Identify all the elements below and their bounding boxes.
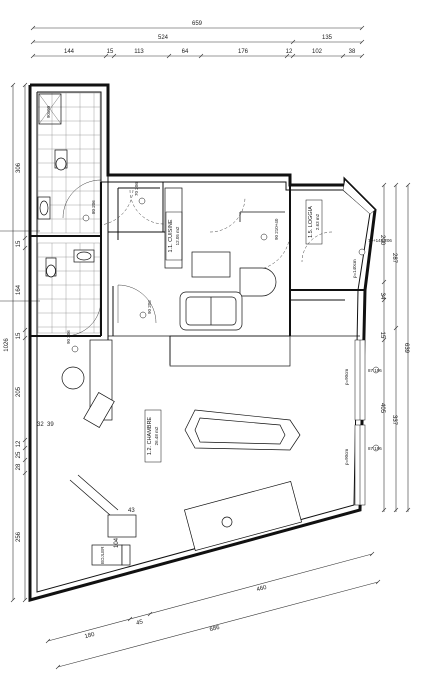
dim-left-3: 15: [16, 332, 22, 339]
toilet-icon: [54, 149, 68, 171]
dim-top-5: 12: [286, 49, 293, 55]
dim-left-1: 15: [16, 240, 22, 247]
dim-top-7: 38: [349, 49, 356, 55]
door-label-entry: 90 206: [66, 330, 71, 344]
door-label-balcony: 90 210+40: [274, 218, 279, 240]
dim-left-8: 256: [16, 531, 22, 542]
dim-left-2: 164: [16, 284, 22, 295]
room-area-kitchen: 12.05 m2: [175, 226, 180, 245]
sink-icon: [37, 196, 51, 220]
window-sill-2: p=90cm: [344, 449, 349, 465]
dim-top-1: 15: [107, 49, 114, 55]
dim-left-4: 205: [16, 386, 22, 397]
dim-right-outer-1: 337: [391, 415, 397, 426]
dim-left-6: 25: [16, 451, 22, 458]
right-dimensions: [381, 182, 411, 513]
dim-top-4: 176: [238, 49, 249, 55]
shower-tray: [38, 93, 62, 125]
door-tags: [71, 197, 380, 452]
room-name-kitchen: 1.1. CUISINE: [168, 219, 174, 252]
room-area-bedroom: 26.48 m2: [154, 426, 159, 445]
dim-left-total: 1026: [4, 338, 10, 352]
door-label-kitchen-inner: 70 206: [134, 182, 139, 196]
dim-right-2: 15: [379, 332, 385, 339]
dim-left-5: 12: [16, 440, 22, 447]
dim-small-104: 104: [114, 537, 120, 548]
room-name-bedroom: 1.2. CHAMBRE: [147, 417, 153, 456]
window-sill-0: p=140cm: [352, 259, 357, 278]
dim-notch-0: 32: [37, 422, 44, 428]
sink2-icon: [73, 249, 95, 263]
dim-bottom-0: 180: [84, 632, 96, 641]
dim-right-0: 200: [379, 235, 385, 246]
top-dimensions: [30, 25, 365, 59]
dim-bottom-2: 460: [256, 585, 268, 594]
dim-top-0: 144: [64, 49, 75, 55]
kitchen-furniture: [164, 187, 291, 367]
dim-top-total: 659: [192, 21, 203, 27]
bottom-dimensions: [45, 551, 381, 670]
door-label-bath: 80 206: [91, 200, 96, 214]
door-label-kitchen: 90 206: [147, 300, 152, 314]
dim-small-43: 43: [128, 508, 135, 514]
toilet2-icon: [45, 257, 57, 278]
dim-top-3: 64: [182, 49, 189, 55]
window-label-1: 87 196: [368, 368, 382, 373]
dim-top-2: 113: [134, 49, 144, 55]
door-label-loggia: 70+143 206: [368, 238, 392, 243]
dim-left-7: 28: [16, 463, 22, 470]
window-label-2: 87 196: [368, 446, 382, 451]
room-label-kitchen: 1.1. CUISINE 12.05 m2: [165, 211, 183, 261]
room-label-bedroom: 1.2. CHAMBRE 26.48 m2: [144, 409, 162, 463]
window-sill-1: p=90cm: [344, 369, 349, 385]
dim-bottom-total: 686: [209, 625, 221, 634]
dim-top-right: 135: [322, 35, 333, 41]
room-name-loggia: 1.5. LOGGIA: [308, 206, 314, 238]
dim-notch-1: 39: [47, 422, 54, 428]
room-area-loggia: 2.63 m2: [315, 213, 320, 230]
windows: [342, 179, 376, 506]
dim-right-outer-0: 287: [391, 253, 397, 264]
left-dimensions: [0, 82, 40, 603]
dim-right-3: 405: [379, 403, 385, 414]
dim-right-1: 34: [379, 293, 385, 300]
dim-bottom-1: 45: [136, 619, 145, 627]
dim-top-left: 524: [158, 35, 169, 41]
living-furniture: [61, 339, 302, 566]
room-label-loggia: 1.5. LOGGIA 2.63 m2: [305, 199, 323, 245]
shower-label: 90x90: [46, 105, 51, 118]
boiler-label: BOJLER: [100, 546, 105, 564]
dim-top-6: 102: [312, 49, 323, 55]
dim-right-total: 639: [403, 343, 409, 354]
dim-left-0: 306: [16, 162, 22, 173]
